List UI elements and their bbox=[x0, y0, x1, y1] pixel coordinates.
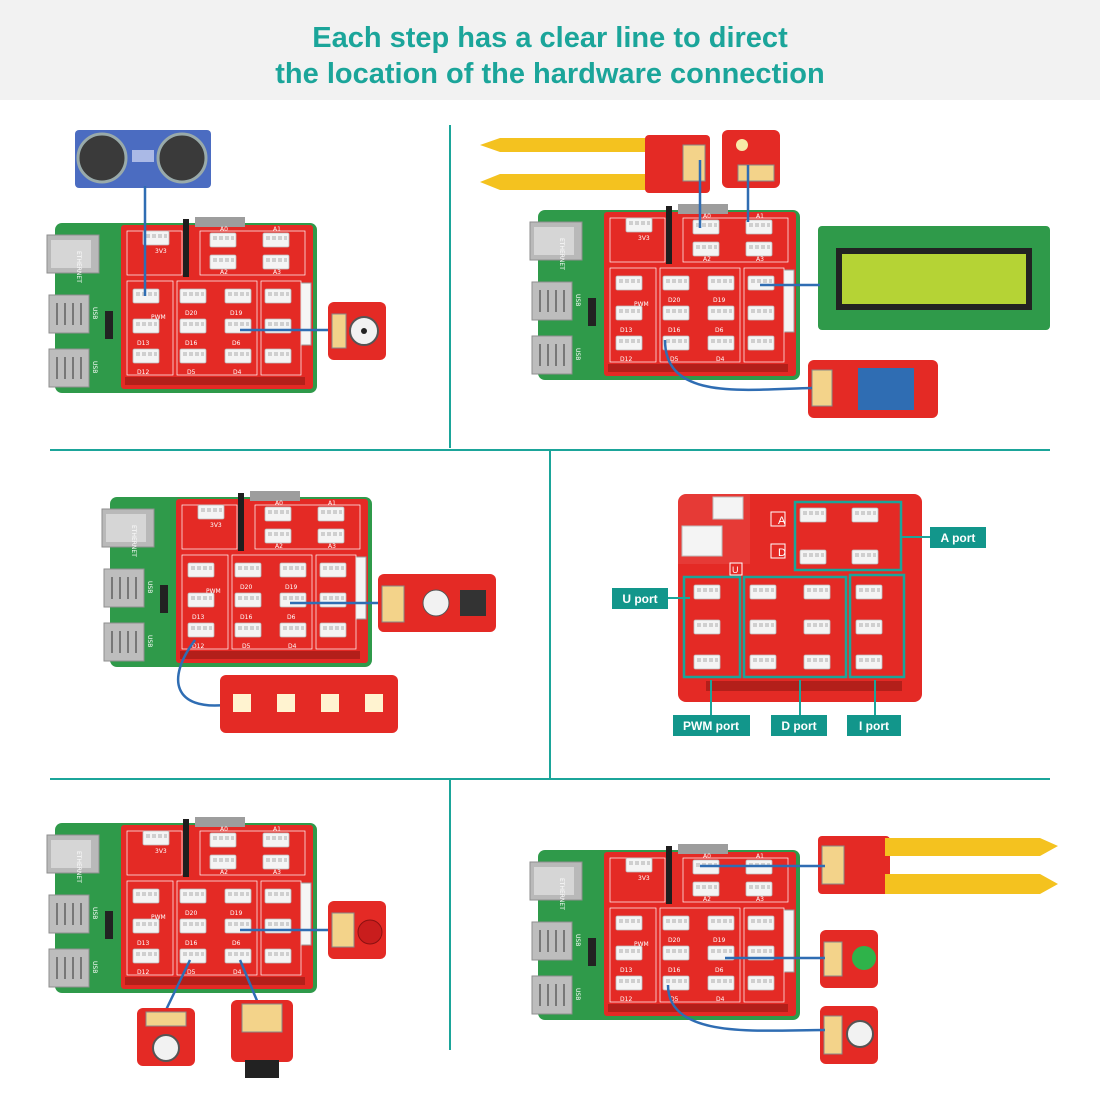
bottom-port-leaders bbox=[710, 680, 876, 715]
pwm-port-label: PWM port bbox=[673, 715, 750, 736]
divider-vertical-middle bbox=[549, 451, 551, 778]
step-6-soil-led-buzzer bbox=[530, 836, 1058, 1064]
u-port-label: U port bbox=[612, 588, 668, 609]
header-band bbox=[0, 0, 1100, 100]
wires-lower bbox=[163, 959, 260, 1013]
buzzer-module bbox=[327, 301, 387, 361]
svg-text:D port: D port bbox=[781, 719, 816, 733]
svg-text:U: U bbox=[732, 565, 739, 575]
divider-horizontal-1 bbox=[50, 449, 1050, 451]
pi-board-step-2 bbox=[530, 204, 800, 380]
buzzer-module-2 bbox=[137, 1008, 195, 1066]
light-sensor-module bbox=[722, 130, 780, 188]
soil-moisture-probe bbox=[480, 135, 710, 193]
i-port-label: I port bbox=[847, 715, 901, 736]
wire-buzzer-3 bbox=[666, 984, 826, 1032]
limit-switch-module bbox=[231, 1000, 293, 1078]
divider-vertical-top bbox=[449, 125, 451, 448]
ultrasonic-sensor bbox=[75, 130, 211, 188]
pi-board-step-3 bbox=[102, 491, 372, 667]
red-button-module bbox=[328, 901, 386, 959]
svg-text:D: D bbox=[778, 547, 786, 559]
svg-text:A port: A port bbox=[941, 531, 976, 545]
pi-board-step-5 bbox=[47, 817, 317, 993]
wires-step-6 bbox=[700, 864, 825, 960]
buzzer-module-3 bbox=[820, 1006, 878, 1064]
svg-text:A: A bbox=[778, 515, 786, 527]
wires-step-2 bbox=[698, 160, 820, 287]
divider-vertical-bottom bbox=[449, 780, 451, 1050]
motor-driver-module bbox=[378, 574, 496, 632]
svg-text:I port: I port bbox=[859, 719, 889, 733]
wire-humidity bbox=[663, 339, 813, 392]
step-3-led-strip bbox=[102, 491, 496, 733]
d-port-label: D port bbox=[771, 715, 827, 736]
wire-led-strip bbox=[177, 639, 226, 707]
green-led-module bbox=[820, 930, 878, 988]
page-title-line-2: the location of the hardware connection bbox=[275, 58, 825, 90]
step-2-soil-lcd-humidity bbox=[480, 130, 1050, 418]
step-5-button-buzzer-switch bbox=[47, 817, 386, 1078]
lcd-display bbox=[818, 226, 1050, 330]
svg-text:PWM port: PWM port bbox=[683, 719, 739, 733]
pi-board-step-1 bbox=[47, 217, 317, 393]
led-strip-module bbox=[220, 675, 398, 733]
pi-board-step-6 bbox=[530, 844, 800, 1020]
soil-moisture-probe-2 bbox=[818, 836, 1058, 894]
humidity-sensor-module bbox=[808, 360, 938, 418]
divider-horizontal-2 bbox=[50, 778, 1050, 780]
hat-letter-labels: A D U bbox=[732, 515, 786, 575]
a-port-label: A port bbox=[930, 527, 986, 548]
svg-text:U port: U port bbox=[622, 592, 657, 606]
page-title-line-1: Each step has a clear line to direct bbox=[312, 22, 788, 54]
hat-board-closeup bbox=[667, 494, 930, 715]
step-1-ultrasonic-buzzer bbox=[47, 130, 387, 393]
